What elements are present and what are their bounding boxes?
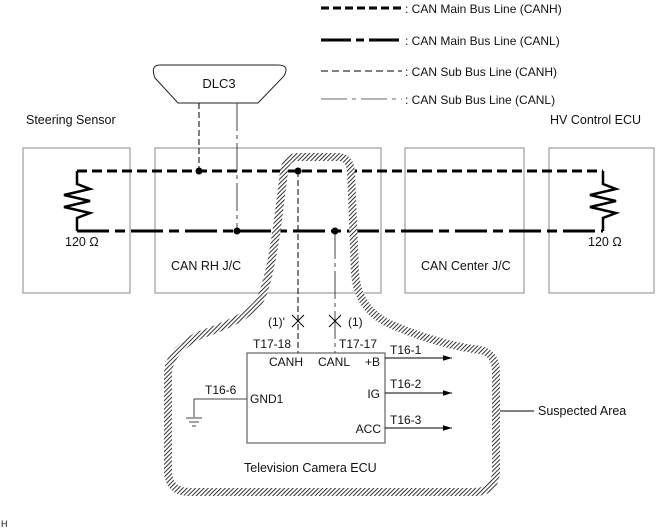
terminal-b: +B (365, 355, 380, 369)
legend-main-canl-label: : CAN Main Bus Line (CANL) (405, 34, 560, 48)
steering-sensor-box (22, 147, 131, 294)
connector-pin-b: T16-1 (390, 343, 422, 357)
terminal-acc: ACC (356, 422, 382, 436)
can-rh-jc-box (154, 147, 382, 294)
legend: : CAN Main Bus Line (CANH) : CAN Main Bu… (321, 2, 562, 107)
can-rh-jc-label: CAN RH J/C (171, 259, 241, 273)
left-termination-resistor (63, 171, 95, 231)
connector-pin-gnd: T16-6 (205, 383, 237, 397)
connector-pin-ig: T16-2 (390, 377, 422, 391)
ground-icon (186, 417, 202, 427)
dlc3-connector: DLC3 (152, 64, 287, 104)
can-center-jc-label: CAN Center J/C (421, 259, 511, 273)
break-label-canl: (1) (348, 315, 363, 329)
tv-camera-ecu-label: Television Camera ECU (244, 461, 377, 475)
wire-gnd (193, 398, 247, 417)
left-resistor-value: 120 Ω (65, 235, 99, 249)
break-mark-canl (328, 314, 342, 328)
corner-mark: H (1, 519, 8, 529)
right-resistor-value: 120 Ω (588, 235, 622, 249)
terminal-gnd: GND1 (250, 392, 284, 406)
suspected-area-outline (164, 153, 500, 496)
legend-sub-canl-label: : CAN Sub Bus Line (CANL) (405, 93, 555, 107)
break-label-canh: (1)' (268, 315, 285, 329)
hv-control-ecu-box (548, 147, 655, 294)
connector-pin-canl: T17-17 (339, 337, 377, 351)
terminal-ig: IG (367, 387, 380, 401)
legend-main-canh-label: : CAN Main Bus Line (CANH) (405, 2, 562, 16)
terminal-canh: CANH (269, 355, 303, 369)
junction-dot (195, 167, 203, 175)
hv-control-ecu-label: HV Control ECU (550, 113, 641, 127)
junction-dot (294, 167, 302, 175)
junction-dot (331, 227, 339, 235)
break-mark-canh (291, 314, 305, 328)
can-center-jc-box (404, 147, 525, 294)
right-termination-resistor (589, 171, 621, 231)
dlc3-label: DLC3 (202, 76, 235, 91)
legend-sub-canh-label: : CAN Sub Bus Line (CANH) (405, 65, 557, 79)
junction-dot (233, 227, 241, 235)
terminal-canl: CANL (318, 355, 350, 369)
connector-pin-canh: T17-18 (253, 337, 291, 351)
tv-camera-ecu-box (246, 352, 386, 444)
connector-pin-acc: T16-3 (390, 413, 422, 427)
suspected-area-label: Suspected Area (538, 404, 626, 418)
steering-sensor-label: Steering Sensor (26, 113, 116, 127)
